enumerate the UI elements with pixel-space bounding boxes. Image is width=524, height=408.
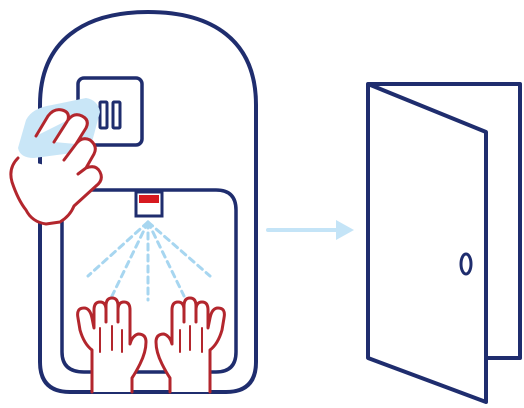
- right-hand-icon: [154, 296, 226, 394]
- air-spray-lines: [86, 220, 212, 302]
- sensor-indicator: [134, 190, 164, 218]
- left-hand-icon: [76, 296, 148, 394]
- outlet-slot-right: [111, 100, 122, 130]
- wiping-hand-outline: [9, 108, 103, 226]
- open-door-icon: [366, 82, 522, 404]
- outlet-slot-left: [98, 100, 109, 130]
- door-panel: [366, 82, 488, 404]
- wiping-hand-icon: [9, 98, 103, 226]
- indicator-red-light: [139, 195, 159, 203]
- door-frame: [368, 82, 522, 360]
- door-knob-icon: [459, 252, 473, 276]
- arrow-right-icon: [266, 220, 354, 240]
